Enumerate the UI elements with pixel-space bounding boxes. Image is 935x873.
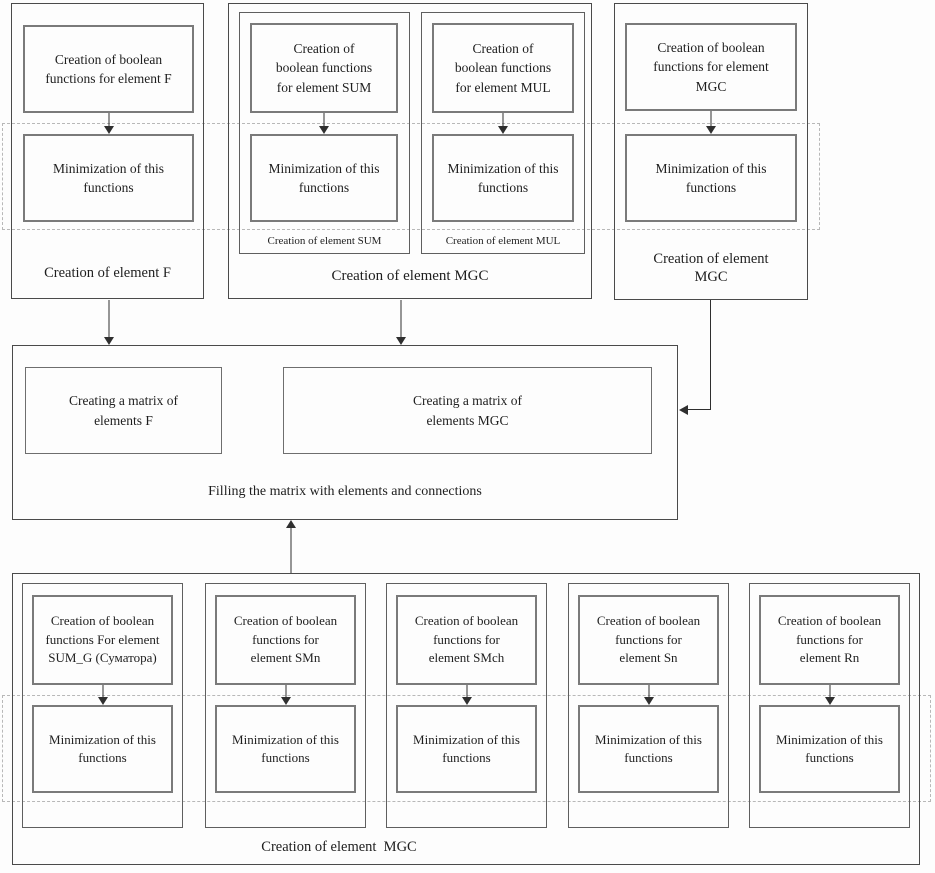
box-creation-rn-text: Creation of boolean functions for elemen… [777,613,882,666]
box-minimization-smch: Minimization of this functions [396,705,537,793]
arrow-f-creation-to-minimization [103,113,114,134]
arrow-smn-creation-to-minimization [280,685,291,705]
box-creation-f-text: Creation of boolean functions for elemen… [45,51,172,86]
box-creation-sn-text: Creation of boolean functions for elemen… [596,613,701,666]
box-minimization-rn: Minimization of this functions [759,705,900,793]
subgroup-element-sumg [22,583,183,828]
subgroup-element-sn [568,583,729,828]
subgroup-element-smn [205,583,366,828]
label-matrix-section: Filling the matrix with elements and con… [208,484,482,499]
box-creation-sumg-text: Creation of boolean functions For elemen… [45,613,160,666]
box-minimization-sum: Minimization of this functions [250,134,398,222]
box-minimization-sumg: Minimization of this functions [32,705,173,793]
group-element-f [11,3,204,299]
box-matrix-mgc: Creating a matrix of elements MGC [283,367,652,454]
box-creation-sumg: Creation of boolean functions For elemen… [32,595,173,685]
bottom-section-box [12,573,920,865]
subgroup-element-smch [386,583,547,828]
label-subgroup-sum: Creation of element SUM [267,235,382,247]
box-minimization-sumg-text: Minimization of this functions [49,731,156,765]
box-minimization-sum-text: Minimization of this functions [268,160,380,195]
box-creation-mgc-text: Creation of boolean functions for elemen… [653,40,769,94]
label-bottom-section: Creation of element MGC [261,839,417,855]
subgroup-element-mul [421,12,585,254]
label-group-mgc-top: Creation of element MGC [331,268,489,284]
group-element-mgc-right [614,3,808,300]
box-creation-sum-text: Creation of boolean functions for elemen… [275,41,373,95]
label-group-f: Creation of element F [44,265,171,281]
arrow-bottom-to-matrix [285,520,296,573]
box-matrix-mgc-text: Creating a matrix of elements MGC [412,393,523,428]
box-creation-mul: Creation of boolean functions for elemen… [432,23,574,113]
box-minimization-rn-text: Minimization of this functions [776,731,883,765]
box-creation-rn: Creation of boolean functions for elemen… [759,595,900,685]
arrow-sum-creation-to-minimization [318,113,329,134]
subgroup-element-rn [749,583,910,828]
box-creation-smn: Creation of boolean functions for elemen… [215,595,356,685]
box-minimization-mul-text: Minimization of this functions [447,160,559,195]
box-matrix-f-text: Creating a matrix of elements F [68,393,179,428]
box-creation-smch-text: Creation of boolean functions for elemen… [414,613,519,666]
box-minimization-mgc: Minimization of this functions [625,134,797,222]
arrow-mgcright-to-matrix-horizontal [687,409,711,410]
label-subgroup-mul: Creation of element MUL [445,235,561,247]
box-minimization-smch-text: Minimization of this functions [413,731,520,765]
box-creation-mul-text: Creation of boolean functions for elemen… [454,41,552,95]
box-minimization-smn: Minimization of this functions [215,705,356,793]
box-creation-smch: Creation of boolean functions for elemen… [396,595,537,685]
arrow-mgcright-to-matrix-head [679,405,688,415]
box-minimization-f-text: Minimization of this functions [53,160,164,195]
box-minimization-smn-text: Minimization of this functions [232,731,339,765]
arrow-mgcgroup-to-matrix [395,300,406,345]
label-group-mgc-right: Creation of element MGC [653,251,769,286]
box-minimization-sn: Minimization of this functions [578,705,719,793]
arrow-smch-creation-to-minimization [461,685,472,705]
box-creation-smn-text: Creation of boolean functions for elemen… [233,613,338,666]
arrow-f-to-matrix [103,300,114,345]
arrow-sumg-creation-to-minimization [97,685,108,705]
top-minimization-dashed-band [2,123,820,230]
box-creation-sum: Creation of boolean functions for elemen… [250,23,398,113]
box-minimization-mul: Minimization of this functions [432,134,574,222]
subgroup-element-sum [239,12,410,254]
box-creation-f: Creation of boolean functions for elemen… [23,25,194,113]
arrow-rn-creation-to-minimization [824,685,835,705]
box-creation-mgc: Creation of boolean functions for elemen… [625,23,797,111]
box-matrix-f: Creating a matrix of elements F [25,367,222,454]
arrow-mgcright-to-matrix-vertical [710,300,711,410]
box-creation-sn: Creation of boolean functions for elemen… [578,595,719,685]
arrow-mul-creation-to-minimization [497,113,508,134]
matrix-section-box [12,345,678,520]
box-minimization-mgc-text: Minimization of this functions [655,160,767,195]
box-minimization-f: Minimization of this functions [23,134,194,222]
arrow-mgc-creation-to-minimization [705,111,716,134]
arrow-sn-creation-to-minimization [643,685,654,705]
group-element-mgc-top [228,3,592,299]
box-minimization-sn-text: Minimization of this functions [595,731,702,765]
